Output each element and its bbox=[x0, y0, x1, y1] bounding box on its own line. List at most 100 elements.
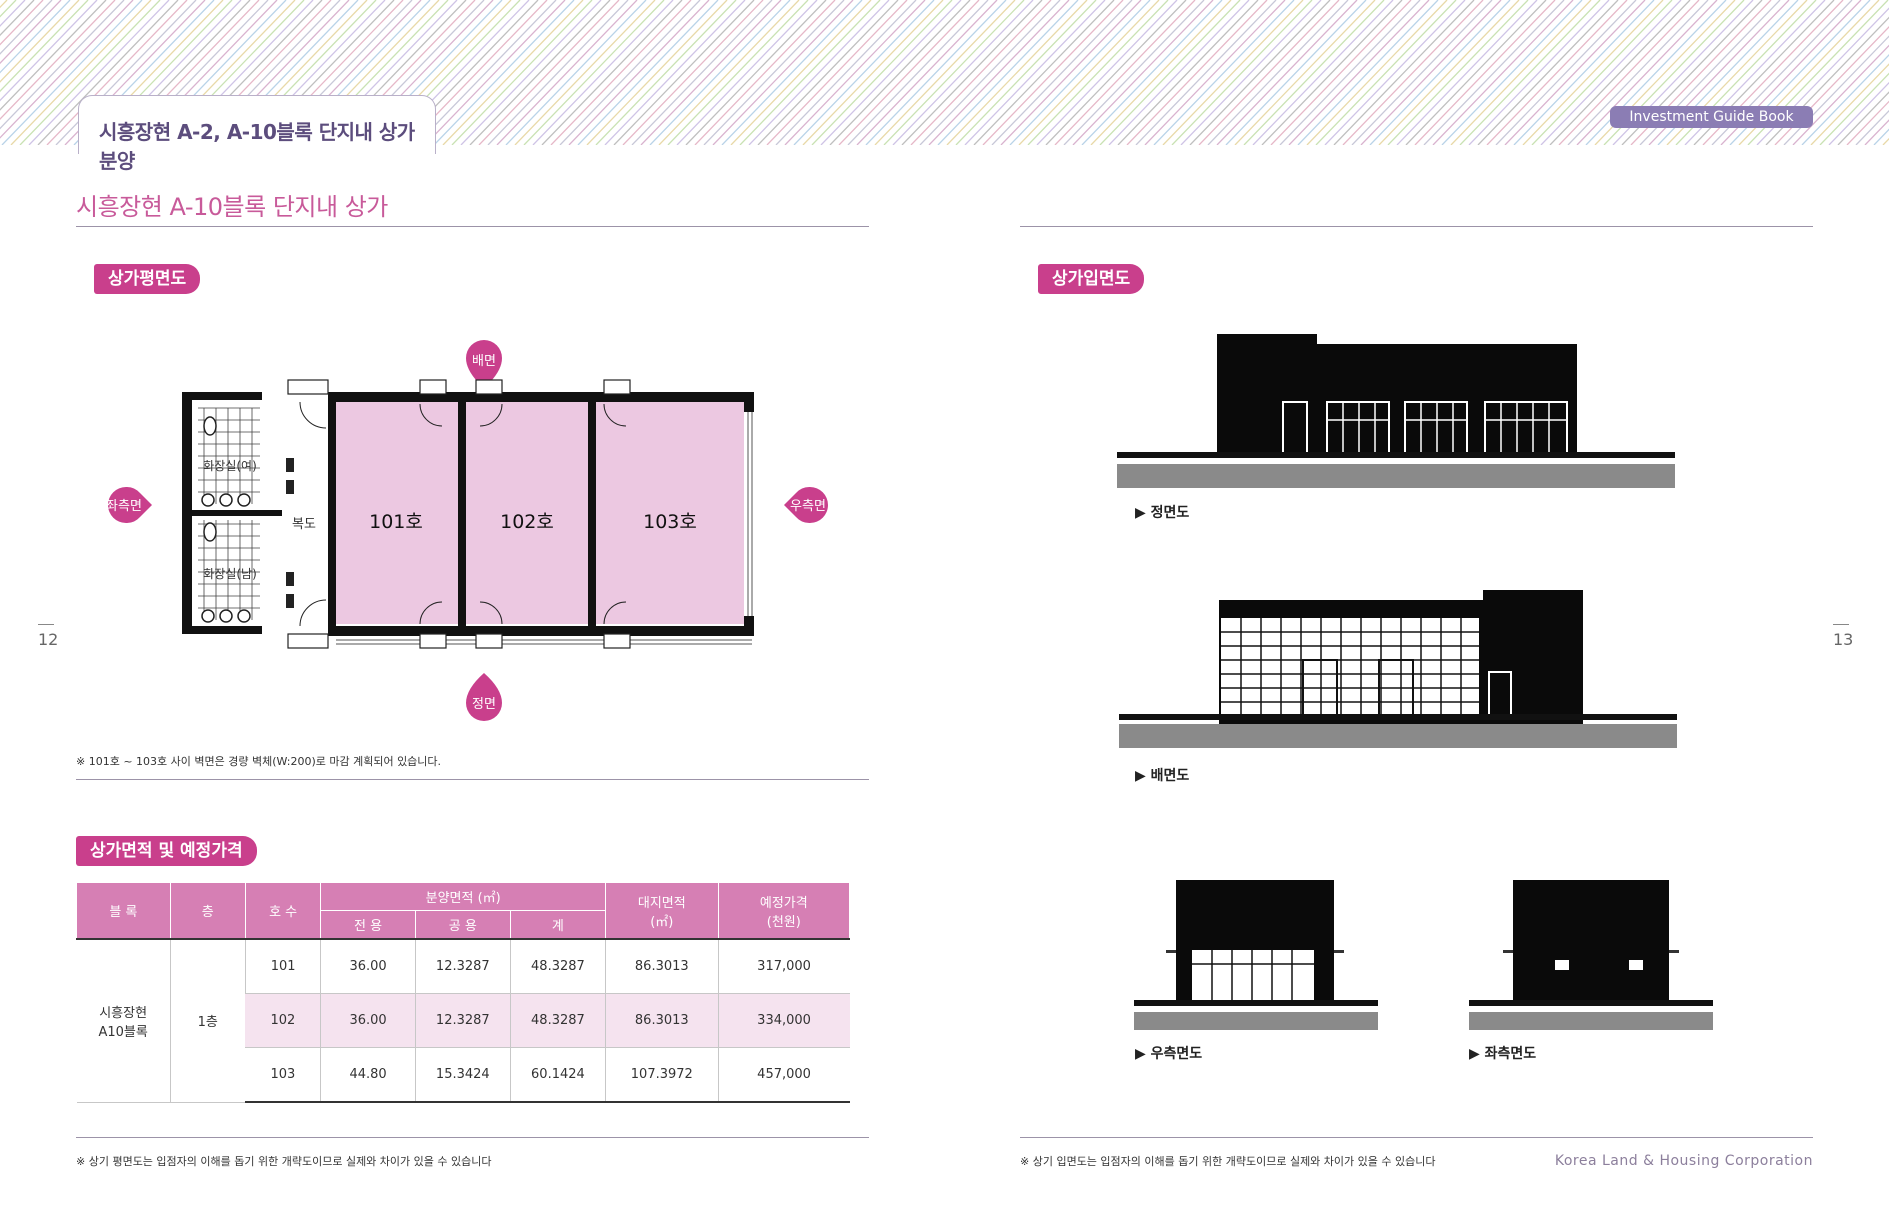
header-stripe bbox=[937, 0, 1079, 145]
header-stripe bbox=[496, 0, 638, 145]
header-stripe bbox=[1261, 0, 1403, 145]
header-stripe bbox=[784, 0, 926, 145]
unit-102-label: 102호 bbox=[500, 511, 554, 533]
header-stripe bbox=[910, 0, 1052, 145]
header-stripe bbox=[559, 0, 701, 145]
header-stripe bbox=[1459, 0, 1601, 145]
page-title: 시흥장현 A-10블록 단지내 상가 bbox=[76, 193, 388, 221]
price-table-pill: 상가면적 및 예정가격 bbox=[76, 836, 257, 866]
left-footer-note: ※ 상기 평면도는 입점자의 이해를 돕기 위한 개략도이므로 실제와 차이가 … bbox=[76, 1155, 492, 1168]
header-total: 계 bbox=[509, 910, 606, 940]
front-elevation-caption: ▶ 정면도 bbox=[1135, 505, 1190, 521]
header-stripe bbox=[0, 0, 80, 83]
floor-cell: 1층 bbox=[169, 938, 246, 1103]
right-footer-divider bbox=[1020, 1137, 1813, 1138]
header-stripe bbox=[703, 0, 845, 145]
header-stripe bbox=[1504, 0, 1646, 145]
back-marker: 배면 bbox=[466, 340, 502, 388]
header-stripe bbox=[631, 0, 773, 145]
header-stripe bbox=[1396, 0, 1538, 145]
header-land-area: 대지면적 (㎡) bbox=[604, 882, 719, 940]
header-stripe bbox=[19, 0, 161, 145]
header-stripe bbox=[1126, 0, 1268, 145]
header-sale-area: 분양면적 (㎡) bbox=[320, 882, 606, 911]
header-stripe bbox=[577, 0, 719, 145]
header-stripe bbox=[811, 0, 953, 145]
left-side-elevation bbox=[1469, 880, 1713, 1030]
unit-102-fill bbox=[466, 402, 588, 624]
header-stripe bbox=[1054, 0, 1196, 145]
right-marker: 우측면 bbox=[784, 486, 828, 524]
header-stripe bbox=[0, 0, 35, 37]
header-stripe bbox=[1288, 0, 1430, 145]
header-stripe bbox=[1810, 63, 1889, 145]
right-side-elevation-caption: ▶ 우측면도 bbox=[1135, 1046, 1203, 1062]
header-stripe bbox=[1378, 0, 1520, 145]
left-marker: 좌측면 bbox=[106, 486, 152, 524]
header-stripe bbox=[1090, 0, 1232, 145]
header-stripe bbox=[1351, 0, 1493, 145]
header-stripe bbox=[1144, 0, 1286, 145]
corporation-brand: Korea Land & Housing Corporation bbox=[1554, 1153, 1813, 1169]
common-cell: 12.3287 bbox=[414, 938, 511, 994]
women-restroom-label: 화장실(여) bbox=[203, 459, 257, 473]
header-stripe bbox=[1333, 0, 1475, 145]
front-marker-label: 정면 bbox=[472, 697, 496, 712]
header-stripe bbox=[721, 0, 863, 145]
left-marker-label: 좌측면 bbox=[106, 499, 142, 514]
header-stripe bbox=[1081, 0, 1223, 145]
header-stripe bbox=[775, 0, 917, 145]
block-name-line1: 시흥장현 bbox=[99, 1005, 148, 1021]
area-price-table: 블 록 층 호 수 분양면적 (㎡) 대지면적 (㎡) 예정가격 (천원) 전 … bbox=[76, 882, 851, 1103]
header-stripe bbox=[1837, 91, 1889, 145]
tab-title-text: 시흥장현 A-2, A-10블록 단지내 상가 분양 bbox=[99, 120, 415, 173]
floor-plan: 배면 정면 좌측면 우측면 bbox=[106, 340, 828, 721]
back-elevation bbox=[1119, 590, 1677, 748]
title-divider bbox=[76, 226, 869, 227]
header-stripe bbox=[838, 0, 980, 145]
header-stripe bbox=[541, 0, 683, 145]
header-stripe bbox=[1234, 0, 1376, 145]
header-stripe bbox=[1117, 0, 1259, 145]
unit-cell: 102 bbox=[245, 993, 321, 1048]
right-title-divider bbox=[1020, 226, 1813, 227]
header-stripe bbox=[1153, 0, 1295, 145]
back-marker-label: 배면 bbox=[472, 354, 496, 369]
header-stripe bbox=[433, 0, 575, 145]
header-stripe bbox=[1576, 0, 1718, 145]
front-marker: 정면 bbox=[466, 673, 502, 721]
header-stripe bbox=[1324, 0, 1466, 145]
header-stripe bbox=[1387, 0, 1529, 145]
right-side-elevation bbox=[1134, 880, 1378, 1030]
header-stripe bbox=[694, 0, 836, 145]
header-stripe bbox=[1225, 0, 1367, 145]
header-stripe bbox=[1180, 0, 1322, 145]
header-stripe bbox=[1495, 0, 1637, 145]
unit-cell: 101 bbox=[244, 938, 321, 994]
header-stripe bbox=[685, 0, 827, 145]
common-cell: 12.3287 bbox=[414, 993, 511, 1048]
left-side-elevation-caption: ▶ 좌측면도 bbox=[1469, 1046, 1537, 1062]
header-stripe bbox=[1279, 0, 1421, 145]
right-marker-label: 우측면 bbox=[790, 499, 826, 514]
total-cell: 60.1424 bbox=[509, 1047, 606, 1103]
header-stripe bbox=[1306, 0, 1448, 145]
page-number-left: 12 bbox=[38, 630, 59, 649]
header-stripe bbox=[514, 0, 656, 145]
table-row: 시흥장현 A10블록 1층 101 36.00 12.3287 48.3287 … bbox=[76, 938, 850, 1103]
header-stripe bbox=[802, 0, 944, 145]
table-row: 103 44.80 15.3424 60.1424 107.3972 457,0… bbox=[77, 1047, 850, 1103]
header-stripe bbox=[649, 0, 791, 145]
header-common: 공 용 bbox=[414, 910, 511, 940]
header-stripe bbox=[1027, 0, 1169, 145]
header-stripe bbox=[505, 0, 647, 145]
header-stripe bbox=[640, 0, 782, 145]
header-stripe bbox=[0, 0, 98, 102]
header-stripe bbox=[523, 0, 665, 145]
header-stripe bbox=[1801, 53, 1889, 145]
land-cell: 86.3013 bbox=[604, 938, 719, 994]
header-stripe bbox=[1009, 0, 1151, 145]
header-stripe bbox=[568, 0, 710, 145]
header-stripe bbox=[1162, 0, 1304, 145]
corridor-label: 복도 bbox=[292, 517, 316, 532]
